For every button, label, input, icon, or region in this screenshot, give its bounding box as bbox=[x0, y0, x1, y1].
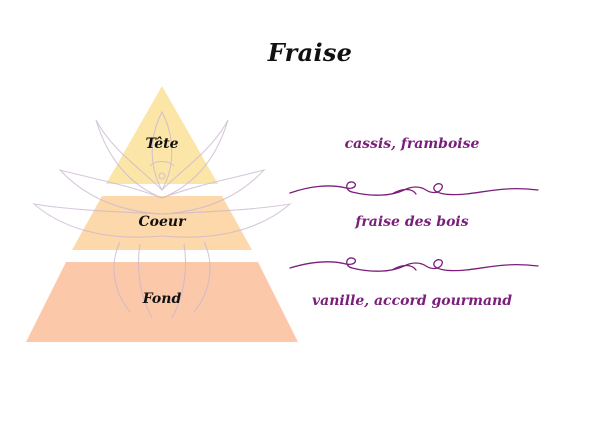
tier-label-middle: Coeur bbox=[138, 214, 186, 230]
tier-bottom-shape bbox=[26, 262, 298, 342]
tier-label-top: Tête bbox=[145, 136, 179, 152]
lotus-watermark-icon bbox=[32, 110, 292, 319]
tier-notes-bottom: vanille, accord gourmand bbox=[311, 293, 513, 309]
tier-top-shape bbox=[106, 86, 218, 184]
page-title: Fraise bbox=[267, 38, 353, 67]
tier-notes-top: cassis, framboise bbox=[344, 136, 480, 152]
swirl-divider-1 bbox=[289, 181, 539, 196]
swirl-divider-2 bbox=[289, 257, 539, 272]
tier-label-bottom: Fond bbox=[142, 291, 182, 307]
tier-notes-middle: fraise des bois bbox=[355, 214, 469, 230]
